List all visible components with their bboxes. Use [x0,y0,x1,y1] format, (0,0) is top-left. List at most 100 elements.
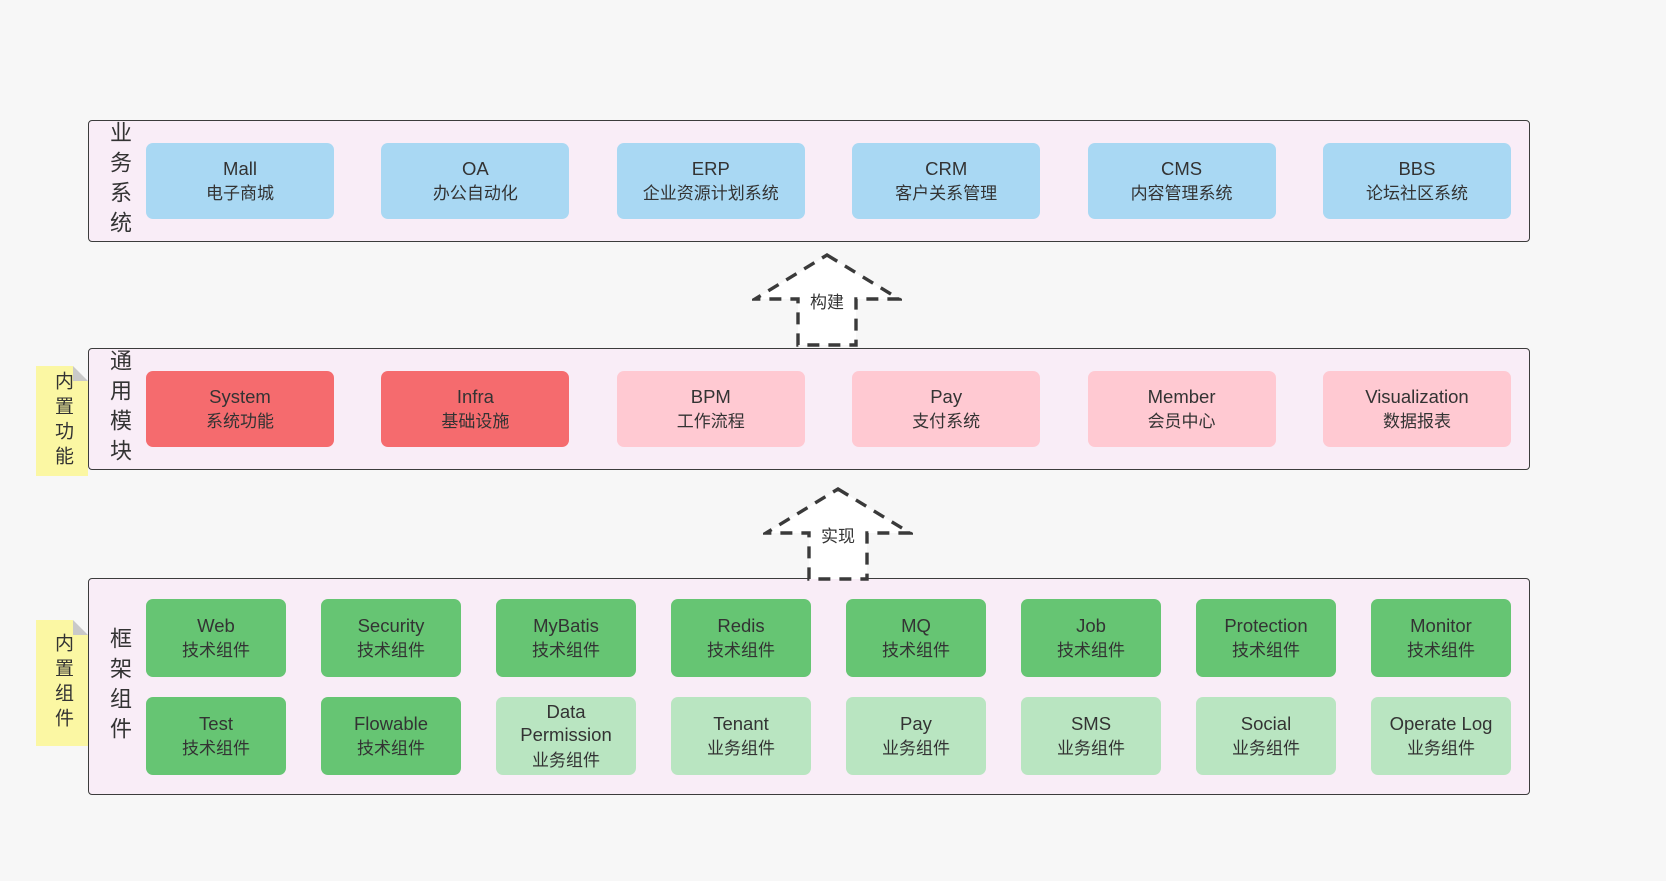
box-title: Data Permission [520,701,612,746]
box-title: Member [1147,386,1216,408]
box-infra: Infra 基础设施 [381,371,570,447]
box-subtitle: 技术组件 [1232,640,1300,660]
box-title: ERP [691,158,730,180]
box-subtitle: 论坛社区系统 [1365,184,1468,204]
box-subtitle: 技术组件 [882,640,950,660]
box-subtitle: 办公自动化 [432,184,518,204]
band-title: 通用模块 [107,349,132,469]
box-subtitle: 内容管理系统 [1130,184,1233,204]
box-subtitle: 业务组件 [707,738,775,758]
box-subtitle: 数据报表 [1382,412,1451,432]
box-subtitle: 工作流程 [676,412,745,432]
box-title: MQ [901,614,931,636]
box-mybatis: MyBatis 技术组件 [496,598,636,677]
box-title: Job [1076,614,1106,636]
box-bpm: BPM 工作流程 [616,371,805,447]
box-subtitle: 业务组件 [1232,738,1300,758]
arrow-label-implement: 实现 [818,522,858,547]
box-protection: Protection 技术组件 [1196,598,1336,677]
box-mall: Mall 电子商城 [146,143,334,219]
box-sms: SMS 业务组件 [1021,696,1161,775]
box-subtitle: 客户关系管理 [895,184,998,204]
box-security: Security 技术组件 [321,598,461,677]
box-job: Job 技术组件 [1021,598,1161,677]
box-title: Visualization [1365,386,1469,408]
box-subtitle: 业务组件 [1057,738,1125,758]
box-title: Tenant [713,712,769,734]
box-subtitle: 技术组件 [1057,640,1125,660]
box-title: CMS [1161,158,1203,180]
box-subtitle: 企业资源计划系统 [642,184,779,204]
box-title: SMS [1070,712,1112,734]
box-title: Web [197,614,235,636]
sticky-note-label: 内置功能 [52,371,73,471]
dashed-up-arrow-implement: 实现 [763,486,913,582]
box-title: Operate Log [1389,712,1493,734]
box-subtitle: 技术组件 [707,640,775,660]
box-title: Security [357,614,425,636]
box-subtitle: 业务组件 [1407,738,1475,758]
dashed-up-arrow-build: 构建 [752,252,902,348]
box-title: Pay [930,386,963,408]
box-subtitle: 业务组件 [532,750,600,770]
box-title: Social [1240,712,1292,734]
box-title: CRM [925,158,968,180]
box-subtitle: 技术组件 [357,640,425,660]
box-subtitle: 电子商城 [206,184,274,204]
box-title: OA [462,158,489,180]
box-title: Pay [900,712,932,734]
box-test: Test 技术组件 [146,696,286,775]
box-title: BPM [690,386,731,408]
box-subtitle: 技术组件 [182,640,250,660]
box-title: MyBatis [533,614,599,636]
box-operate-log: Operate Log 业务组件 [1371,696,1511,775]
box-member: Member 会员中心 [1087,371,1276,447]
box-subtitle: 技术组件 [1407,640,1475,660]
box-title: Mall [223,158,257,180]
box-subtitle: 技术组件 [532,640,600,660]
box-title: System [209,386,271,408]
sticky-note-label: 内置组件 [52,633,73,733]
box-pay: Pay 支付系统 [852,371,1041,447]
box-redis: Redis 技术组件 [671,598,811,677]
box-subtitle: 基础设施 [441,412,510,432]
box-oa: OA 办公自动化 [381,143,570,219]
box-title: Protection [1224,614,1308,636]
box-subtitle: 会员中心 [1147,412,1216,432]
box-title: BBS [1398,158,1436,180]
box-crm: CRM 客户关系管理 [852,143,1041,219]
box-social: Social 业务组件 [1196,696,1336,775]
sticky-note-built-in-components: 内置组件 [36,620,88,746]
box-pay: Pay 业务组件 [846,696,986,775]
box-mq: MQ 技术组件 [846,598,986,677]
band-title: 框架组件 [107,626,132,747]
business-system-boxes: Mall 电子商城 OA 办公自动化 ERP 企业资源计划系统 CRM 客户关系管理 CMS 内容… [146,121,1511,241]
box-cms: CMS 内容管理系统 [1087,143,1276,219]
box-subtitle: 支付系统 [912,412,981,432]
box-title: Redis [717,614,765,636]
sticky-note-built-in-features: 内置功能 [36,366,88,476]
box-bbs: BBS 论坛社区系统 [1322,143,1511,219]
box-subtitle: 技术组件 [357,738,425,758]
box-subtitle: 业务组件 [882,738,950,758]
band-title: 业务系统 [107,121,132,241]
box-visualization: Visualization 数据报表 [1322,371,1511,447]
box-title: Test [199,712,233,734]
box-tenant: Tenant 业务组件 [671,696,811,775]
box-title: Infra [456,386,494,408]
band-business-systems: 业务系统 Mall 电子商城 OA 办公自动化 ERP 企业资源计划系统 CRM 客户关系管理… [88,120,1530,242]
arrow-label-build: 构建 [807,288,847,313]
box-web: Web 技术组件 [146,598,286,677]
box-subtitle: 技术组件 [182,738,250,758]
box-erp: ERP 企业资源计划系统 [616,143,805,219]
box-data-permission: Data Permission 业务组件 [496,696,636,775]
